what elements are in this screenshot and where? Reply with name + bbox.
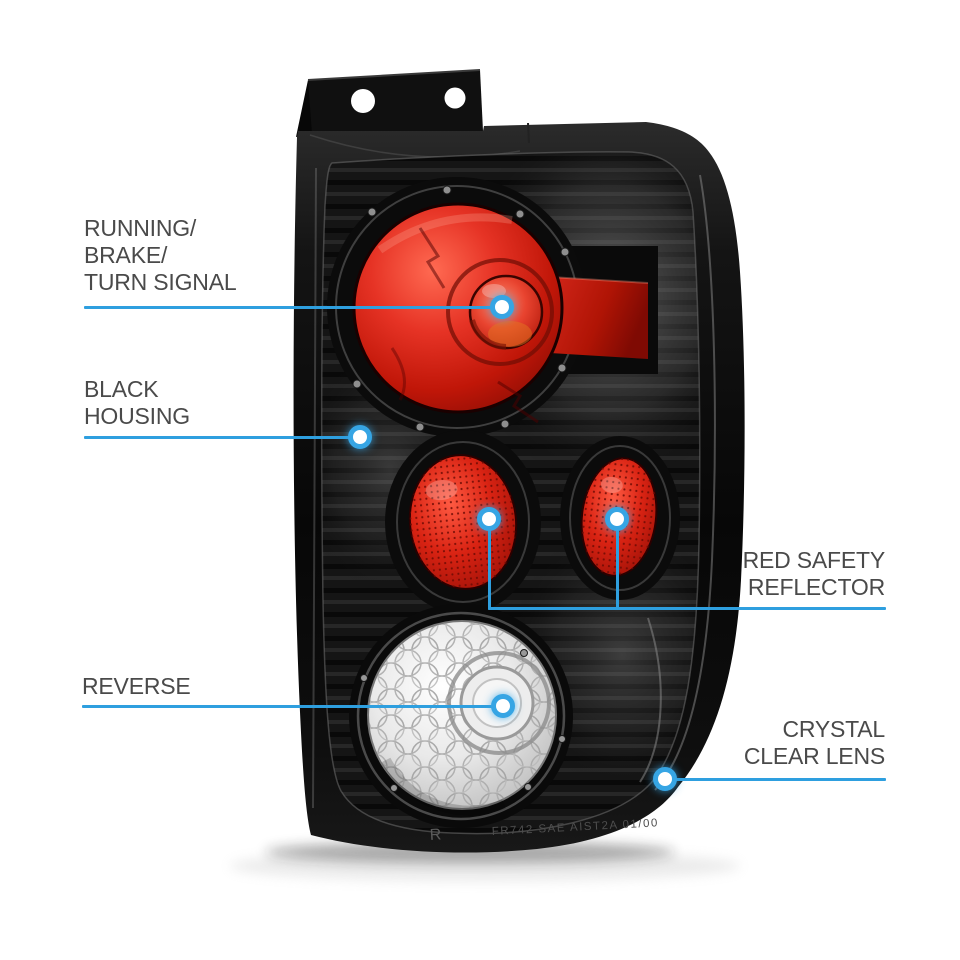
label-black-housing: BLACK HOUSING [84, 376, 190, 429]
label-red-safety-reflector: RED SAFETY REFLECTOR [742, 547, 886, 600]
label-running-brake-turn-signal: RUNNING/ BRAKE/ TURN SIGNAL [84, 215, 237, 295]
callout-line-red-reflector-horizontal [488, 607, 886, 610]
bracket-hole-right [444, 87, 466, 109]
label-reverse: REVERSE [82, 673, 191, 699]
bezel-screws [352, 185, 570, 432]
callout-line-running-brake-turn [84, 306, 496, 309]
bracket-hole-left [351, 89, 375, 113]
callout-line-black-housing [84, 436, 354, 439]
lens-seam-right [654, 174, 716, 791]
callout-dot-red-reflector-right [605, 507, 629, 531]
callout-dot-crystal-clear-lens [653, 767, 677, 791]
callout-dot-reverse [491, 694, 515, 718]
callout-dot-black-housing [348, 425, 372, 449]
callout-line-crystal-clear-lens [668, 778, 886, 781]
clear-lens-edge-highlight [639, 617, 662, 783]
mounting-bracket [296, 69, 483, 137]
callout-line-red-reflector-left-vertical [488, 519, 491, 610]
reflector-left [385, 430, 541, 614]
callout-line-reverse [82, 705, 497, 708]
callout-dot-red-reflector-left [477, 507, 501, 531]
lens-seam-left [312, 167, 317, 809]
bulb-cup-ring [446, 258, 554, 366]
callout-line-red-reflector-right-vertical [616, 519, 619, 610]
reverse-bezel-screws [360, 649, 566, 792]
signal-extension-red [550, 277, 648, 359]
label-crystal-clear-lens: CRYSTAL CLEAR LENS [743, 716, 885, 769]
reverse-cup-ring [447, 651, 551, 755]
reverse-lens-assembly [349, 604, 573, 828]
lens-side-marking: R [429, 826, 442, 844]
callout-dot-running-brake-turn [490, 295, 514, 319]
